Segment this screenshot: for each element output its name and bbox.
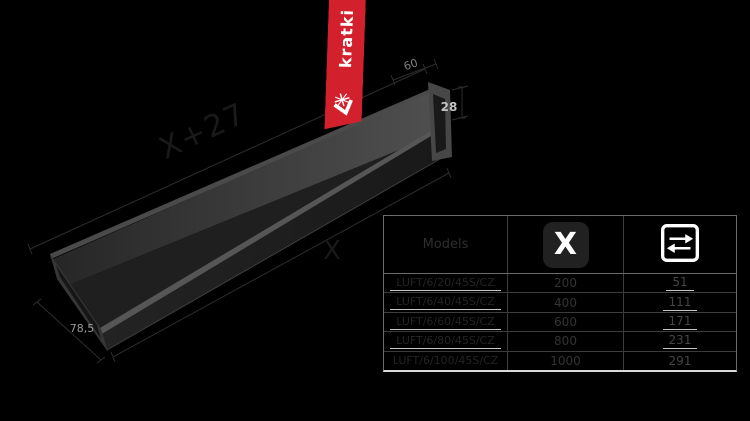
header-flow bbox=[624, 216, 736, 273]
table-row: LUFT/6/80/45S/CZ 800 231 bbox=[384, 332, 736, 352]
model-code: LUFT/6/40/45S/CZ bbox=[390, 295, 501, 311]
model-code: LUFT/6/20/45S/CZ bbox=[390, 276, 501, 291]
area-cell: 231 bbox=[624, 332, 736, 350]
x-cell: 200 bbox=[508, 274, 624, 293]
x-cell: 1000 bbox=[508, 351, 624, 371]
dim-label-frame-height: 28 bbox=[441, 100, 458, 114]
kratki-arrow-logo-icon bbox=[327, 89, 360, 125]
table-row: LUFT/6/20/45S/CZ 200 51 bbox=[384, 274, 736, 294]
model-cell: LUFT/6/100/45S/CZ bbox=[384, 351, 508, 371]
grille-body bbox=[50, 82, 452, 352]
table-row: LUFT/6/100/45S/CZ 1000 291 bbox=[384, 351, 736, 371]
area-value: 171 bbox=[662, 314, 698, 331]
model-code: LUFT/6/100/45S/CZ bbox=[392, 354, 499, 368]
brand-ribbon: kratki bbox=[324, 0, 366, 131]
air-flow-icon bbox=[659, 222, 701, 268]
x-dimension-icon: X bbox=[542, 221, 589, 268]
area-cell: 51 bbox=[624, 274, 736, 292]
model-cell: LUFT/6/60/45S/CZ bbox=[384, 312, 508, 332]
x-cell: 600 bbox=[508, 312, 624, 332]
x-value: 1000 bbox=[550, 353, 581, 368]
dim-label-width: 60 bbox=[402, 56, 420, 73]
model-cell: LUFT/6/20/45S/CZ bbox=[384, 274, 508, 293]
header-x: X bbox=[508, 216, 624, 273]
model-cell: LUFT/6/80/45S/CZ bbox=[384, 332, 508, 351]
x-cell: 400 bbox=[508, 293, 624, 312]
x-value: 800 bbox=[554, 334, 577, 349]
x-value: 600 bbox=[554, 315, 577, 330]
area-value: 111 bbox=[662, 295, 698, 311]
spec-table-header: Models X bbox=[384, 216, 736, 274]
table-row: LUFT/6/60/45S/CZ 600 171 bbox=[384, 312, 736, 333]
dim-label-outer-length: X+27 bbox=[154, 96, 252, 167]
model-cell: LUFT/6/40/45S/CZ bbox=[384, 293, 508, 312]
x-value: 400 bbox=[554, 295, 577, 310]
area-value: 291 bbox=[668, 353, 692, 368]
x-value: 200 bbox=[554, 276, 577, 291]
area-value: 231 bbox=[662, 333, 698, 350]
dim-label-inner-length: X bbox=[323, 236, 341, 266]
area-cell: 111 bbox=[624, 293, 736, 311]
area-value: 51 bbox=[666, 275, 694, 292]
model-code: LUFT/6/60/45S/CZ bbox=[390, 315, 501, 330]
header-models: Models bbox=[384, 216, 508, 273]
x-cell: 800 bbox=[508, 332, 624, 351]
area-cell: 291 bbox=[624, 352, 736, 370]
model-code: LUFT/6/80/45S/CZ bbox=[390, 334, 501, 349]
area-cell: 171 bbox=[624, 313, 736, 331]
spec-table: Models X LUFT/6/20/45S/CZ 200 bbox=[383, 215, 737, 372]
brand-name: kratki bbox=[335, 8, 357, 69]
dim-label-depth: 78,5 bbox=[70, 322, 95, 335]
table-row: LUFT/6/40/45S/CZ 400 111 bbox=[384, 293, 736, 313]
